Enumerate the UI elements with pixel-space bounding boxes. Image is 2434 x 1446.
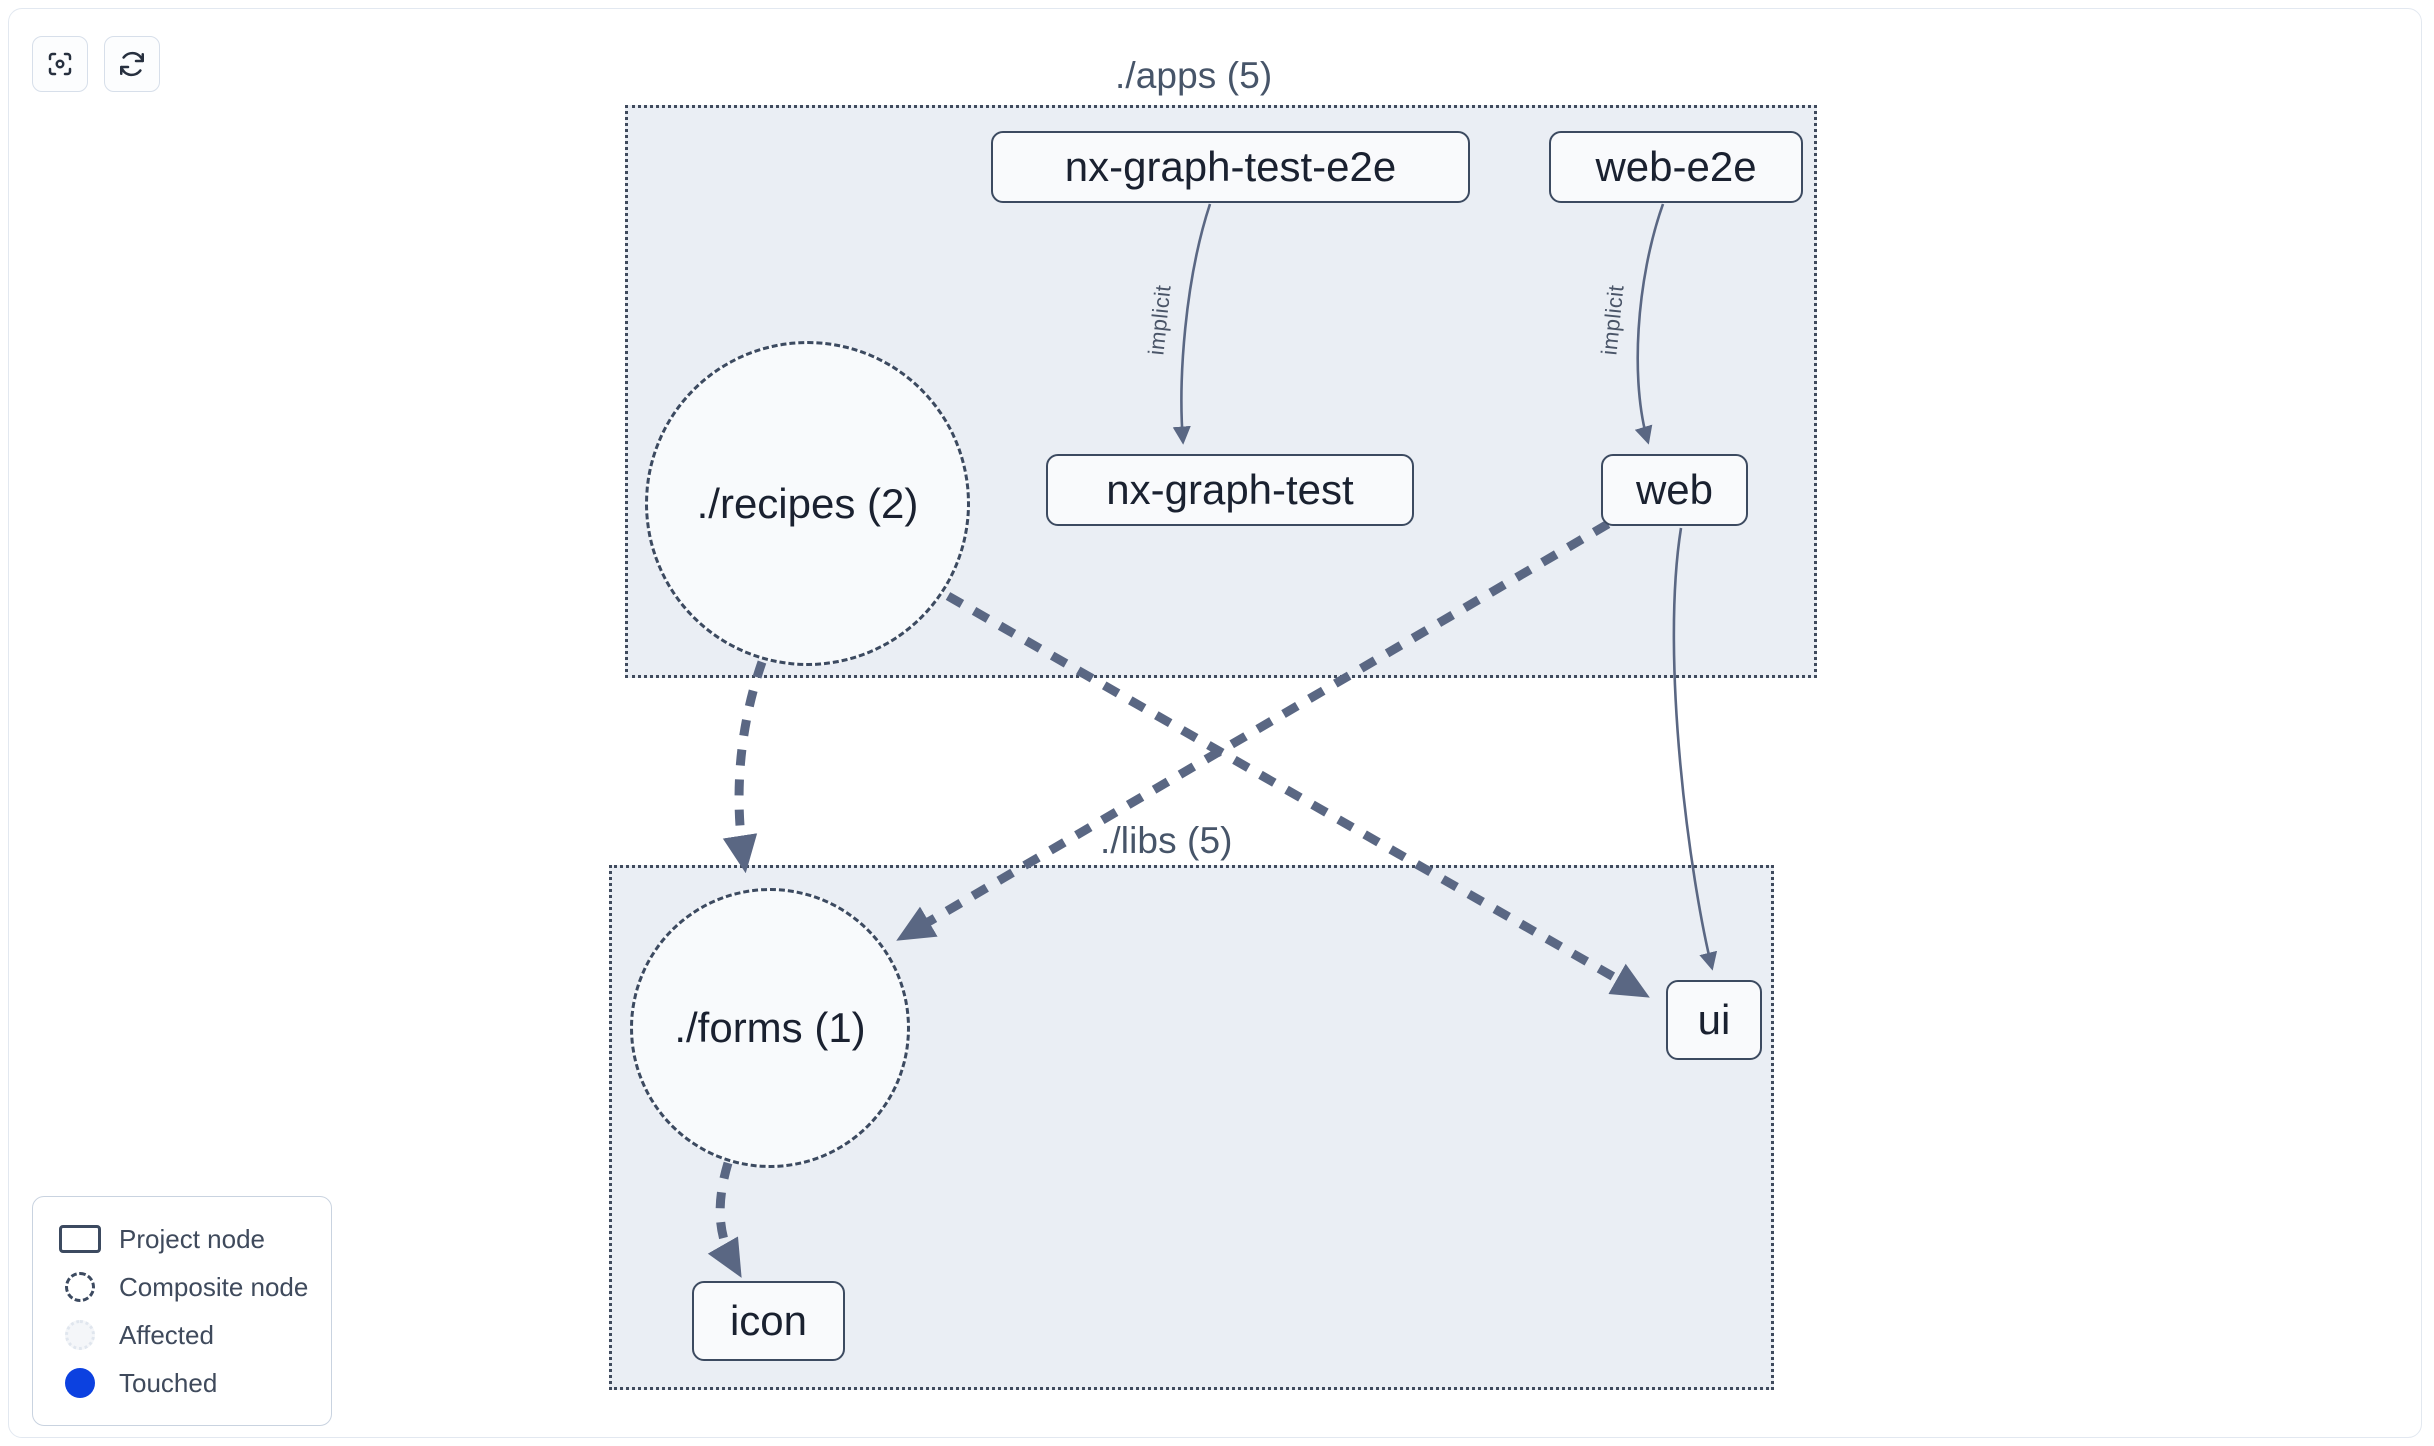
composite-node-forms[interactable]: ./forms (1) [630,888,910,1168]
composite-node-label: ./recipes (2) [696,479,919,527]
legend-label: Touched [119,1367,218,1398]
edge-recipes-to-forms[interactable] [722,660,767,874]
refresh-graph-button[interactable] [104,36,160,92]
graph-legend: Project node Composite node Affected Tou… [32,1196,332,1426]
project-node-web[interactable]: web [1601,454,1748,526]
focus-graph-button[interactable] [32,36,88,92]
project-node-icon[interactable]: icon [692,1281,845,1361]
project-node-swatch [57,1225,103,1253]
legend-item-affected: Affected [57,1311,311,1359]
composite-node-swatch [57,1272,103,1302]
project-node-nx-graph-test-e2e[interactable]: nx-graph-test-e2e [991,131,1470,203]
legend-item-touched: Touched [57,1359,311,1407]
group-label-libs: ./libs (5) [1100,820,1233,861]
legend-label: Project node [119,1223,265,1254]
project-node-label: web-e2e [1595,143,1757,190]
graph-toolbar [32,36,160,92]
legend-label: Composite node [119,1271,309,1302]
refresh-icon [117,49,147,79]
project-node-label: nx-graph-test [1106,466,1354,513]
composite-node-recipes[interactable]: ./recipes (2) [645,341,970,666]
legend-label: Affected [119,1319,214,1350]
project-node-label: icon [729,1297,808,1344]
legend-item-project-node: Project node [57,1215,311,1263]
composite-node-label: ./forms (1) [674,1004,866,1051]
focus-target-icon [45,49,75,79]
affected-swatch [57,1320,103,1350]
project-node-label: nx-graph-test-e2e [1064,143,1397,190]
project-node-ui[interactable]: ui [1666,980,1762,1060]
project-node-label: web [1635,466,1714,513]
group-label-apps: ./apps (5) [1115,55,1273,96]
project-node-label: ui [1697,996,1731,1043]
project-node-web-e2e[interactable]: web-e2e [1549,131,1803,203]
touched-swatch [57,1368,103,1398]
project-node-nx-graph-test[interactable]: nx-graph-test [1046,454,1414,526]
legend-item-composite-node: Composite node [57,1263,311,1311]
